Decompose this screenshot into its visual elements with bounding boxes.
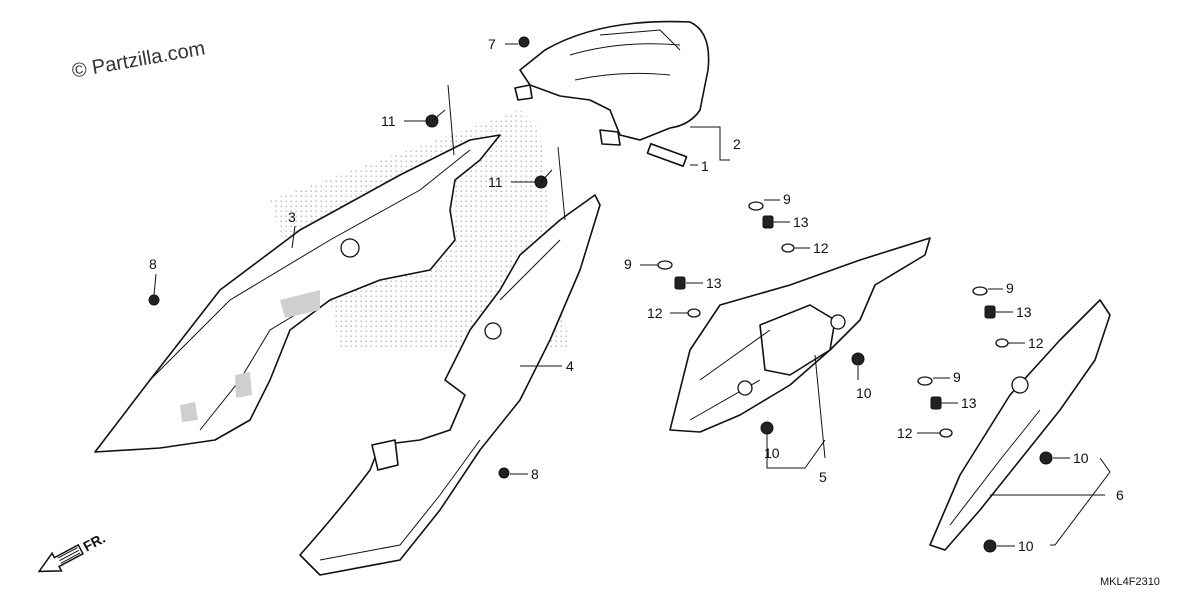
callout-12a: 12: [813, 240, 829, 256]
part-3-inner-cover: [94, 134, 501, 453]
callout-12b: 12: [647, 305, 663, 321]
callout-10c: 10: [1073, 450, 1089, 466]
callout-labels: 1 2 3 4 5 6 7 8 8 9 9 9 9 10 10 10 10 11…: [149, 36, 1124, 554]
callout-9c: 9: [1006, 280, 1014, 296]
callout-11a: 11: [381, 113, 396, 129]
callout-10a: 10: [856, 385, 872, 401]
callout-13d: 13: [961, 395, 977, 411]
callout-8a: 8: [149, 256, 157, 272]
part-4-side-cover: [299, 194, 601, 576]
direction-label: FR.: [80, 530, 107, 555]
arrow-left-icon: [37, 543, 84, 573]
callout-12d: 12: [897, 425, 913, 441]
part-2-rear-cowl: [514, 20, 710, 146]
callout-10b: 10: [764, 445, 780, 461]
callout-9b: 9: [624, 256, 632, 272]
callout-6: 6: [1116, 487, 1124, 503]
callout-9d: 9: [953, 369, 961, 385]
hardware: [148, 36, 1053, 553]
callout-12c: 12: [1028, 335, 1044, 351]
callout-13b: 13: [706, 275, 722, 291]
leader-lines: [153, 43, 1111, 547]
callout-11b: 11: [488, 174, 503, 190]
callout-13a: 13: [793, 214, 809, 230]
callout-7: 7: [488, 36, 496, 52]
diagram-code: MKL4F2310: [1100, 576, 1160, 588]
callout-9a: 9: [783, 191, 791, 207]
callout-1: 1: [701, 158, 709, 174]
callout-8b: 8: [531, 466, 539, 482]
callout-13c: 13: [1016, 304, 1032, 320]
watermark-text: © Partzilla.com: [70, 37, 207, 82]
part-5-side-cover: [669, 237, 931, 433]
callout-4: 4: [566, 358, 574, 374]
front-direction-arrow: FR.: [37, 530, 108, 573]
part-6-side-cover: [929, 299, 1111, 551]
callout-5: 5: [819, 469, 827, 485]
callout-3: 3: [288, 209, 296, 225]
part-1-strip: [646, 143, 688, 167]
callout-2: 2: [733, 136, 741, 152]
callout-10d: 10: [1018, 538, 1034, 554]
